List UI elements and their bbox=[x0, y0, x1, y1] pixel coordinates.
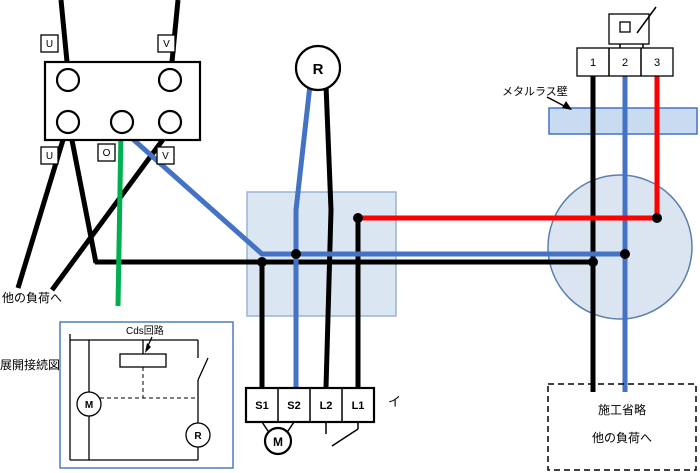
motor-symbol bbox=[263, 426, 293, 456]
junction-dot bbox=[652, 213, 662, 223]
junction-dot bbox=[257, 257, 267, 267]
source-lead-u bbox=[58, 0, 71, 73]
transformer-terminal-bottom-v bbox=[157, 109, 183, 135]
junction-dot bbox=[588, 257, 598, 267]
terminal-label-top-v: V bbox=[163, 39, 170, 50]
circuit-ref-label: イ bbox=[388, 394, 401, 409]
terminal-s2: S2 bbox=[287, 400, 300, 412]
wall-label: メタルラス壁 bbox=[502, 84, 568, 98]
wall-arrowhead-icon bbox=[562, 101, 572, 110]
transformer-terminal-bottom-u bbox=[55, 109, 81, 135]
ground-wire bbox=[115, 129, 124, 307]
schematic-motor-symbol bbox=[76, 391, 102, 417]
schematic-motor-label: M bbox=[85, 400, 93, 411]
motor-label: M bbox=[273, 435, 283, 449]
lamp-neutral-lead bbox=[293, 84, 313, 254]
label-box-bottom-u bbox=[40, 146, 59, 165]
terminal-s1: S1 bbox=[255, 400, 268, 412]
switch-terminal-2: 2 bbox=[622, 57, 628, 69]
inset-title: 展開接続図 bbox=[0, 357, 60, 372]
outlet-box-circle bbox=[547, 174, 693, 320]
schematic-contact-blade-icon bbox=[197, 357, 209, 381]
cds-label: Cds回路 bbox=[126, 324, 164, 337]
omitted-label-2: 他の負荷へ bbox=[592, 431, 652, 445]
auto-switch-terminal-strip bbox=[576, 47, 674, 77]
switch-terminal-3: 3 bbox=[654, 57, 660, 69]
label-box-top-u bbox=[40, 34, 59, 53]
feed-diagonal-wire bbox=[67, 129, 99, 264]
junction-dot bbox=[353, 213, 363, 223]
omitted-work-box bbox=[547, 383, 697, 471]
other-load-note: 他の負荷へ bbox=[2, 291, 62, 305]
label-box-bottom-o bbox=[97, 143, 116, 162]
lamp-label: R bbox=[313, 61, 324, 78]
terminal-label-bottom-v: V bbox=[162, 151, 169, 162]
omitted-label-1: 施工省略 bbox=[598, 402, 646, 417]
label-box-bottom-v bbox=[156, 146, 175, 165]
terminal-l2: L2 bbox=[320, 400, 333, 412]
label-box-top-v bbox=[157, 34, 176, 53]
terminal-label-bottom-o: O bbox=[103, 148, 111, 159]
junction-dot bbox=[291, 249, 301, 259]
transformer-terminal-bottom-o bbox=[109, 109, 135, 135]
lamp-hot-lead bbox=[323, 84, 334, 389]
terminal-l1: L1 bbox=[352, 400, 365, 412]
auto-switch-sensor-icon bbox=[619, 21, 631, 33]
cds-block bbox=[119, 353, 167, 368]
neutral-run-wire bbox=[124, 131, 625, 257]
transformer-terminal-top-v bbox=[157, 67, 183, 93]
junction-dot bbox=[620, 249, 630, 259]
switch-terminal-1: 1 bbox=[590, 57, 596, 69]
terminal-label-bottom-u: U bbox=[46, 151, 53, 162]
contact-blade-icon bbox=[331, 428, 359, 447]
schematic-lamp-label: R bbox=[194, 431, 202, 442]
cds-arrowhead-icon bbox=[145, 343, 151, 353]
auto-switch-contact-icon bbox=[636, 6, 657, 34]
transformer-terminal-top-u bbox=[55, 67, 81, 93]
lamp-symbol bbox=[294, 44, 342, 92]
terminal-label-top-u: U bbox=[46, 39, 53, 50]
